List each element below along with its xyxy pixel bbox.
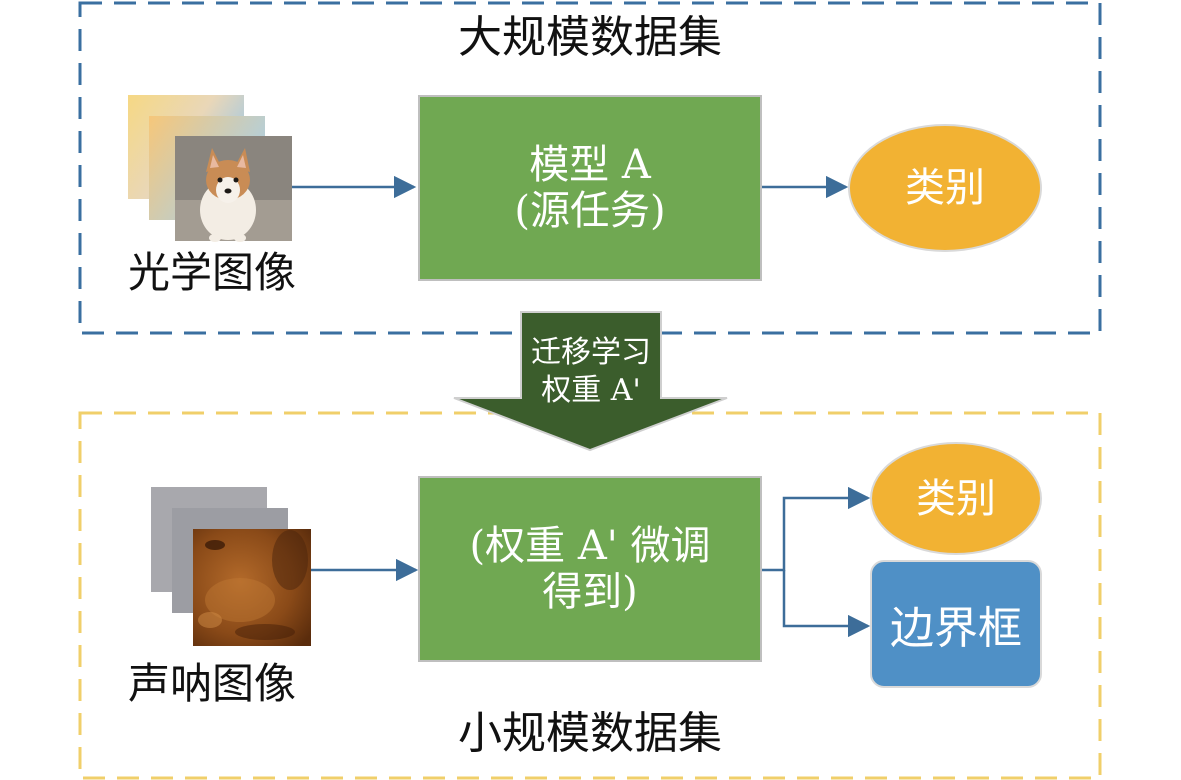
finetuned-model-line2: 得到) <box>542 569 638 615</box>
sonar-photo <box>193 529 311 646</box>
finetuned-model-box: (权重 A' 微调 得到) <box>418 476 762 662</box>
optical-image-stack <box>128 95 292 242</box>
transfer-label: 迁移学习 权重 A' <box>515 334 667 409</box>
bottom-class-output: 类别 <box>870 442 1042 555</box>
bounding-box-output: 边界框 <box>870 560 1042 688</box>
transfer-line1: 迁移学习 <box>531 335 651 370</box>
transfer-line2: 权重 A' <box>541 372 641 408</box>
dog-photo <box>175 136 292 242</box>
model-a-title: 模型 A <box>529 142 651 188</box>
top-section-title: 大规模数据集 <box>458 12 722 63</box>
top-class-output: 类别 <box>848 124 1042 252</box>
arrow-model-to-bbox <box>782 570 871 638</box>
arrow-model-to-class <box>762 486 871 572</box>
optical-image-label: 光学图像 <box>128 248 297 297</box>
model-a-subtitle: (源任务) <box>514 188 666 234</box>
sonar-image-label: 声呐图像 <box>128 659 297 708</box>
model-a-box: 模型 A (源任务) <box>418 95 762 281</box>
transfer-arrow <box>453 311 728 452</box>
top-section-border <box>78 1 1102 335</box>
sonar-image-stack <box>151 487 311 646</box>
bottom-section-title: 小规模数据集 <box>458 708 722 759</box>
finetuned-model-line1: (权重 A' 微调 <box>469 523 711 569</box>
